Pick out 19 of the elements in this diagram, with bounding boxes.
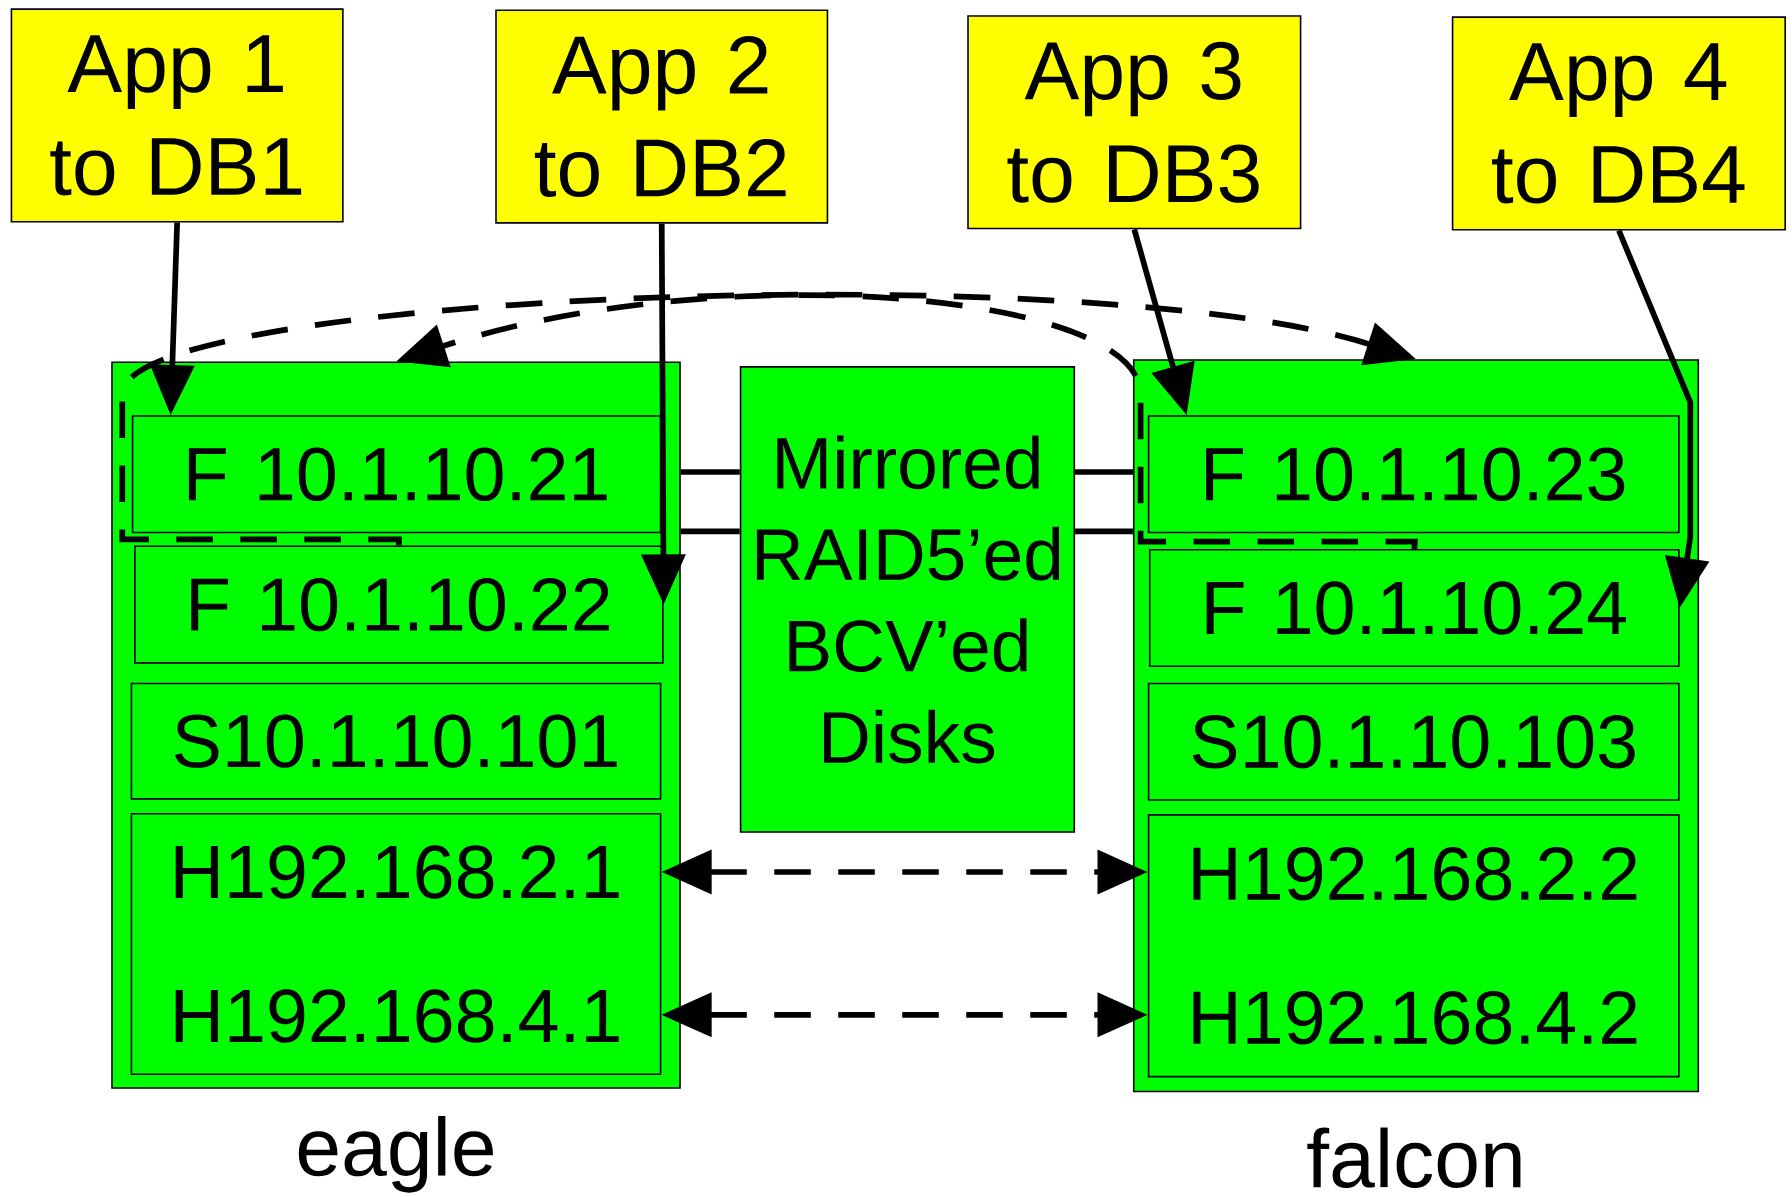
application-box: App 2 to DB2 [495, 9, 829, 224]
server-name: falcon [1307, 1127, 1521, 1189]
interface-box: F 10.1.10.22 [134, 545, 664, 664]
connector-line [1075, 528, 1133, 535]
connector-line [680, 469, 740, 476]
application-box: App 1 to DB1 [10, 8, 344, 223]
interface-box: S10.1.10.101 [130, 682, 662, 800]
connector-line [680, 528, 740, 535]
interface-box: F 10.1.10.24 [1148, 549, 1680, 668]
storage-box: Mirrored RAID5’ed BCV’ed Disks [739, 366, 1076, 833]
interface-box: H192.168.2.2 H192.168.4.2 [1147, 814, 1680, 1078]
interface-box: F 10.1.10.21 [131, 415, 662, 534]
connector-line [1075, 469, 1133, 476]
interface-box: H192.168.2.1 H192.168.4.1 [130, 813, 662, 1076]
interface-box: F 10.1.10.23 [1147, 415, 1680, 534]
server-name: eagle [298, 1116, 493, 1193]
application-box: App 4 to DB4 [1451, 16, 1786, 231]
application-box: App 3 to DB3 [967, 15, 1302, 230]
interface-box: S10.1.10.103 [1147, 682, 1680, 801]
